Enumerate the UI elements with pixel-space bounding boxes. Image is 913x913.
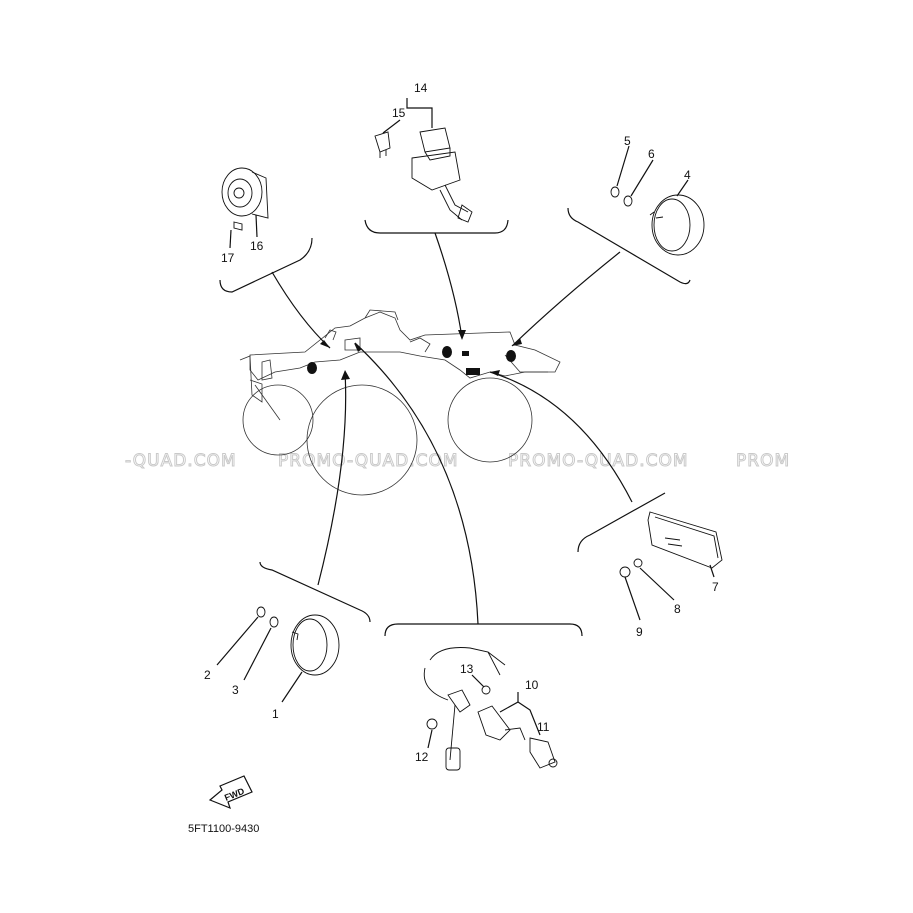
part-number-14: 14 <box>414 81 428 95</box>
relay-location <box>462 351 469 356</box>
front-left-reflector-location <box>307 362 317 374</box>
horn-assembly: 16 17 <box>221 167 269 265</box>
front-reflector-assembly: 2 3 1 <box>204 606 340 721</box>
tail-light-assembly: 7 8 9 <box>619 511 723 639</box>
fwd-label: FWD <box>223 786 246 803</box>
part-number-4: 4 <box>684 168 691 182</box>
watermark: -QUAD.COM PROMO-QUAD.COM PROMO-QUAD.COM … <box>125 451 790 472</box>
part-number-11: 11 <box>537 720 550 734</box>
atv-outline <box>239 309 561 496</box>
part-number-6: 6 <box>648 147 655 161</box>
part-number-17: 17 <box>221 251 235 265</box>
watermark-text-3: PROMO-QUAD.COM <box>508 451 689 471</box>
watermark-text-1: -QUAD.COM <box>125 451 237 471</box>
part-number-15: 15 <box>392 106 406 120</box>
rear-reflector-location <box>442 346 452 358</box>
part-number-10: 10 <box>525 678 539 692</box>
fwd-arrow: FWD <box>208 775 253 810</box>
watermark-text-4: PROM <box>736 451 790 471</box>
rear-reflector-assembly: 5 6 4 <box>610 134 705 256</box>
part-number-13: 13 <box>460 662 474 676</box>
part-number-3: 3 <box>232 683 239 697</box>
tail-light-location <box>466 368 480 375</box>
rear-right-reflector-location <box>506 350 516 362</box>
part-number-8: 8 <box>674 602 681 616</box>
part-number-9: 9 <box>636 625 643 639</box>
part-number-2: 2 <box>204 668 211 682</box>
part-number-7: 7 <box>712 580 719 594</box>
socket-assembly: 10 11 12 13 <box>415 647 558 771</box>
part-number-5: 5 <box>624 134 631 148</box>
relay-assembly: 14 15 <box>374 81 473 223</box>
part-number-1: 1 <box>272 707 279 721</box>
part-number-12: 12 <box>415 750 429 764</box>
arrowheads <box>320 330 522 380</box>
watermark-text-2: PROMO-QUAD.COM <box>278 451 459 471</box>
part-number-16: 16 <box>250 239 264 253</box>
callout-lines <box>219 207 691 637</box>
diagram-code: 5FT1100-9430 <box>188 823 259 835</box>
